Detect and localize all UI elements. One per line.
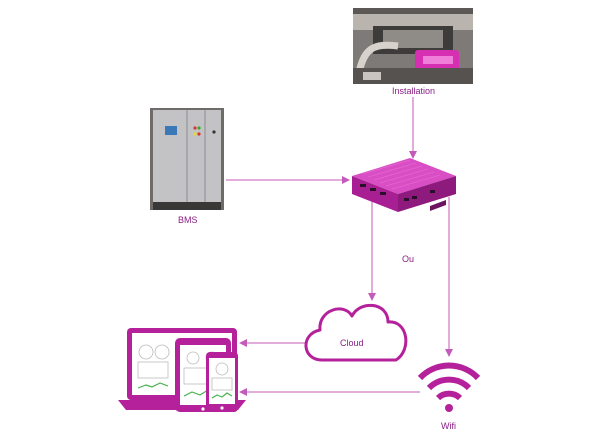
or-label: Ou (402, 254, 414, 264)
bms-cabinet-photo (150, 108, 224, 210)
gateway-device-icon (352, 158, 456, 212)
cloud-label: Cloud (340, 338, 364, 348)
bms-label: BMS (178, 215, 198, 225)
wifi-icon (417, 362, 481, 412)
devices-icon (118, 328, 246, 412)
installation-photo (353, 8, 473, 84)
cloud-icon (304, 303, 408, 362)
wifi-label: Wifi (441, 421, 456, 431)
installation-label: Installation (392, 86, 436, 96)
